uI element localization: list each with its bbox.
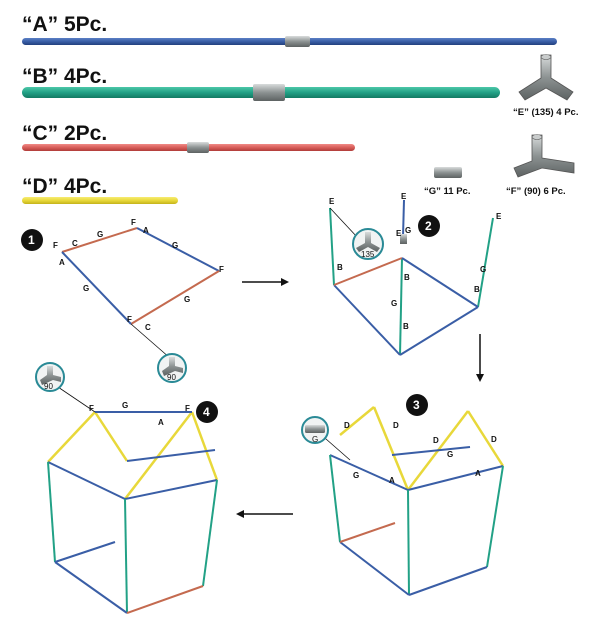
label: F <box>219 265 224 274</box>
label: G <box>122 401 128 410</box>
step-1-number: 1 <box>28 233 35 247</box>
step-2-number: 2 <box>425 219 432 233</box>
label: A <box>143 226 149 235</box>
connector-g-label: “G” 11 Pc. <box>424 186 470 197</box>
connector-f-icon <box>513 134 575 178</box>
step-3: 3 G D D D D G A G A <box>301 394 505 596</box>
label: A <box>475 469 481 478</box>
connector-g-on-c <box>187 142 209 153</box>
label: B <box>474 285 480 294</box>
connector-g-on-b <box>253 84 285 101</box>
connector-g-icon <box>434 167 462 178</box>
label: G <box>184 295 190 304</box>
label: F <box>53 241 58 250</box>
label: G <box>447 450 453 459</box>
label: A <box>389 476 395 485</box>
step-2-badge <box>418 215 440 237</box>
part-b-label: “B” 4Pc. <box>22 65 107 88</box>
label: G <box>353 471 359 480</box>
tube-d <box>22 197 178 204</box>
label: C <box>145 323 151 332</box>
label: G <box>172 241 178 250</box>
label: G <box>83 284 89 293</box>
step-4-number: 4 <box>203 405 210 419</box>
label: D <box>433 436 439 445</box>
step-1-badge <box>21 229 43 251</box>
callout-90-step4-text: 90 <box>44 382 53 391</box>
label: B <box>337 263 343 272</box>
connector-f-illustration: “F” (90) 6 Pc. <box>506 134 575 197</box>
label: G <box>405 226 411 235</box>
step-1: 1 90 F C G F A G A G F G F C <box>21 218 224 383</box>
step-3-number: 3 <box>413 398 420 412</box>
connector-f-label: “F” (90) 6 Pc. <box>506 186 566 197</box>
label: A <box>158 418 164 427</box>
arrow-step3-to-step4 <box>236 510 293 518</box>
step-3-badge <box>406 394 428 416</box>
connector-g-illustration: “G” 11 Pc. <box>424 167 470 197</box>
callout-90-step1-text: 90 <box>167 373 176 382</box>
part-a: “A” 5Pc. <box>22 13 557 47</box>
callout-90-step1: 90 <box>157 353 187 383</box>
label: B <box>403 322 409 331</box>
callout-g-step3-text: G <box>312 435 318 444</box>
label: G <box>97 230 103 239</box>
step-4: 4 90 F G F A <box>35 362 219 614</box>
label: D <box>491 435 497 444</box>
label: G <box>391 299 397 308</box>
label: E <box>396 229 402 238</box>
label: G <box>480 265 486 274</box>
part-c: “C” 2Pc. <box>22 122 355 153</box>
label: F <box>127 315 132 324</box>
step-2: 2 135 E E E G E B G B G B B <box>329 192 502 356</box>
arrow-step1-to-step2 <box>242 278 289 286</box>
connector-e-illustration: “E” (135) 4 Pc. <box>513 54 578 118</box>
connector-e-icon <box>518 54 574 101</box>
label: E <box>329 197 335 206</box>
part-d-label: “D” 4Pc. <box>22 175 107 198</box>
label: E <box>496 212 502 221</box>
callout-135-step2-text: 135 <box>361 250 375 259</box>
label: C <box>72 239 78 248</box>
connector-e-label: “E” (135) 4 Pc. <box>513 107 578 118</box>
label: B <box>404 273 410 282</box>
part-d: “D” 4Pc. <box>22 175 178 204</box>
label: D <box>344 421 350 430</box>
arrow-step2-to-step3 <box>476 334 484 382</box>
part-b: “B” 4Pc. <box>22 65 500 101</box>
step-4-badge <box>196 401 218 423</box>
label: E <box>401 192 407 201</box>
callout-g-step3: G <box>301 416 329 444</box>
callout-135-step2: 135 <box>352 228 384 260</box>
label: F <box>131 218 136 227</box>
label: F <box>185 404 190 413</box>
label: A <box>59 258 65 267</box>
callout-90-step4: 90 <box>35 362 65 392</box>
label: D <box>393 421 399 430</box>
part-c-label: “C” 2Pc. <box>22 122 107 145</box>
part-a-label: “A” 5Pc. <box>22 13 107 36</box>
connector-g-on-a <box>285 36 310 47</box>
label: F <box>89 404 94 413</box>
